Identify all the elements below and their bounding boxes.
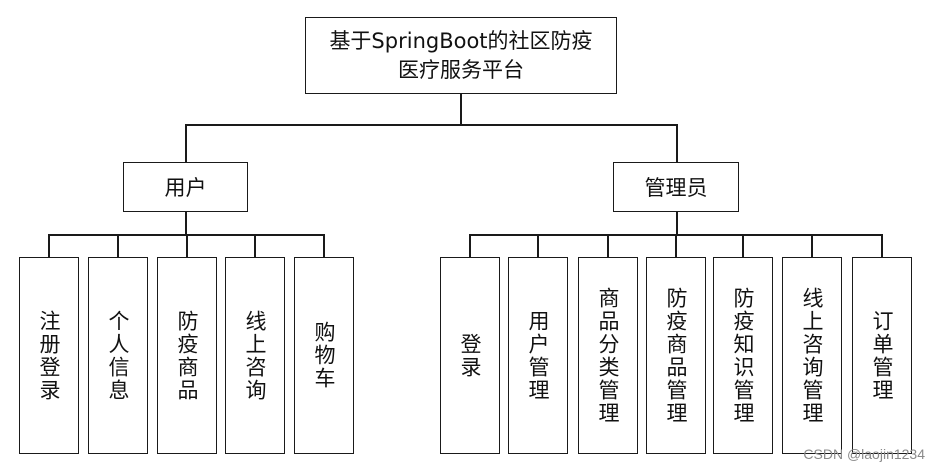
user-drop xyxy=(185,124,187,162)
admin-leaf-stub xyxy=(537,234,539,257)
admin-node: 管理员 xyxy=(613,162,739,212)
leaf-label: 登录 xyxy=(458,332,482,379)
leaf-label: 防疫商品管理 xyxy=(664,286,688,425)
leaf-label: 线上咨询 xyxy=(243,309,267,402)
watermark: CSDN @laojin1234 xyxy=(803,446,925,462)
user-leaf-profile: 个人信息 xyxy=(88,257,148,454)
admin-leaf-category-mgmt: 商品分类管理 xyxy=(578,257,638,454)
admin-leaf-user-mgmt: 用户管理 xyxy=(508,257,568,454)
user-leaf-stub xyxy=(186,234,188,257)
root-node: 基于SpringBoot的社区防疫 医疗服务平台 xyxy=(305,17,617,94)
root-title-line-2: 医疗服务平台 xyxy=(398,57,524,82)
user-leaf-stub xyxy=(48,234,50,257)
admin-leaf-stub xyxy=(607,234,609,257)
user-leaf-register-login: 注册登录 xyxy=(19,257,79,454)
leaf-label: 购物车 xyxy=(312,321,336,390)
leaf-label: 商品分类管理 xyxy=(596,286,620,425)
user-node: 用户 xyxy=(123,162,248,212)
leaf-label: 线上咨询管理 xyxy=(800,286,824,425)
user-node-label: 用户 xyxy=(164,176,207,200)
user-leaf-cart: 购物车 xyxy=(294,257,354,454)
admin-stem xyxy=(676,212,678,235)
admin-leaf-knowledge-mgmt: 防疫知识管理 xyxy=(713,257,773,454)
admin-leaf-product-mgmt: 防疫商品管理 xyxy=(646,257,706,454)
top-bus xyxy=(185,124,677,126)
leaf-label: 注册登录 xyxy=(37,309,61,402)
root-connector xyxy=(460,94,462,125)
admin-leaf-login: 登录 xyxy=(440,257,500,454)
user-stem xyxy=(185,212,187,235)
admin-leaf-stub xyxy=(881,234,883,257)
leaf-label: 用户管理 xyxy=(526,309,550,402)
admin-leaf-stub xyxy=(469,234,471,257)
admin-node-label: 管理员 xyxy=(644,176,708,200)
admin-leaf-order-mgmt: 订单管理 xyxy=(852,257,912,454)
leaf-label: 防疫商品 xyxy=(175,309,199,402)
user-leaf-stub xyxy=(323,234,325,257)
root-title-line-1: 基于SpringBoot的社区防疫 xyxy=(329,28,593,53)
leaf-label: 防疫知识管理 xyxy=(731,286,755,425)
admin-leaf-stub xyxy=(675,234,677,257)
admin-leaf-consult-mgmt: 线上咨询管理 xyxy=(782,257,842,454)
user-leaf-stub xyxy=(254,234,256,257)
admin-drop xyxy=(676,124,678,162)
user-leaf-consult: 线上咨询 xyxy=(225,257,285,454)
admin-leaf-stub xyxy=(742,234,744,257)
admin-leaf-stub xyxy=(811,234,813,257)
leaf-label: 订单管理 xyxy=(870,309,894,402)
user-leaf-stub xyxy=(117,234,119,257)
leaf-label: 个人信息 xyxy=(106,309,130,402)
user-leaf-products: 防疫商品 xyxy=(157,257,217,454)
